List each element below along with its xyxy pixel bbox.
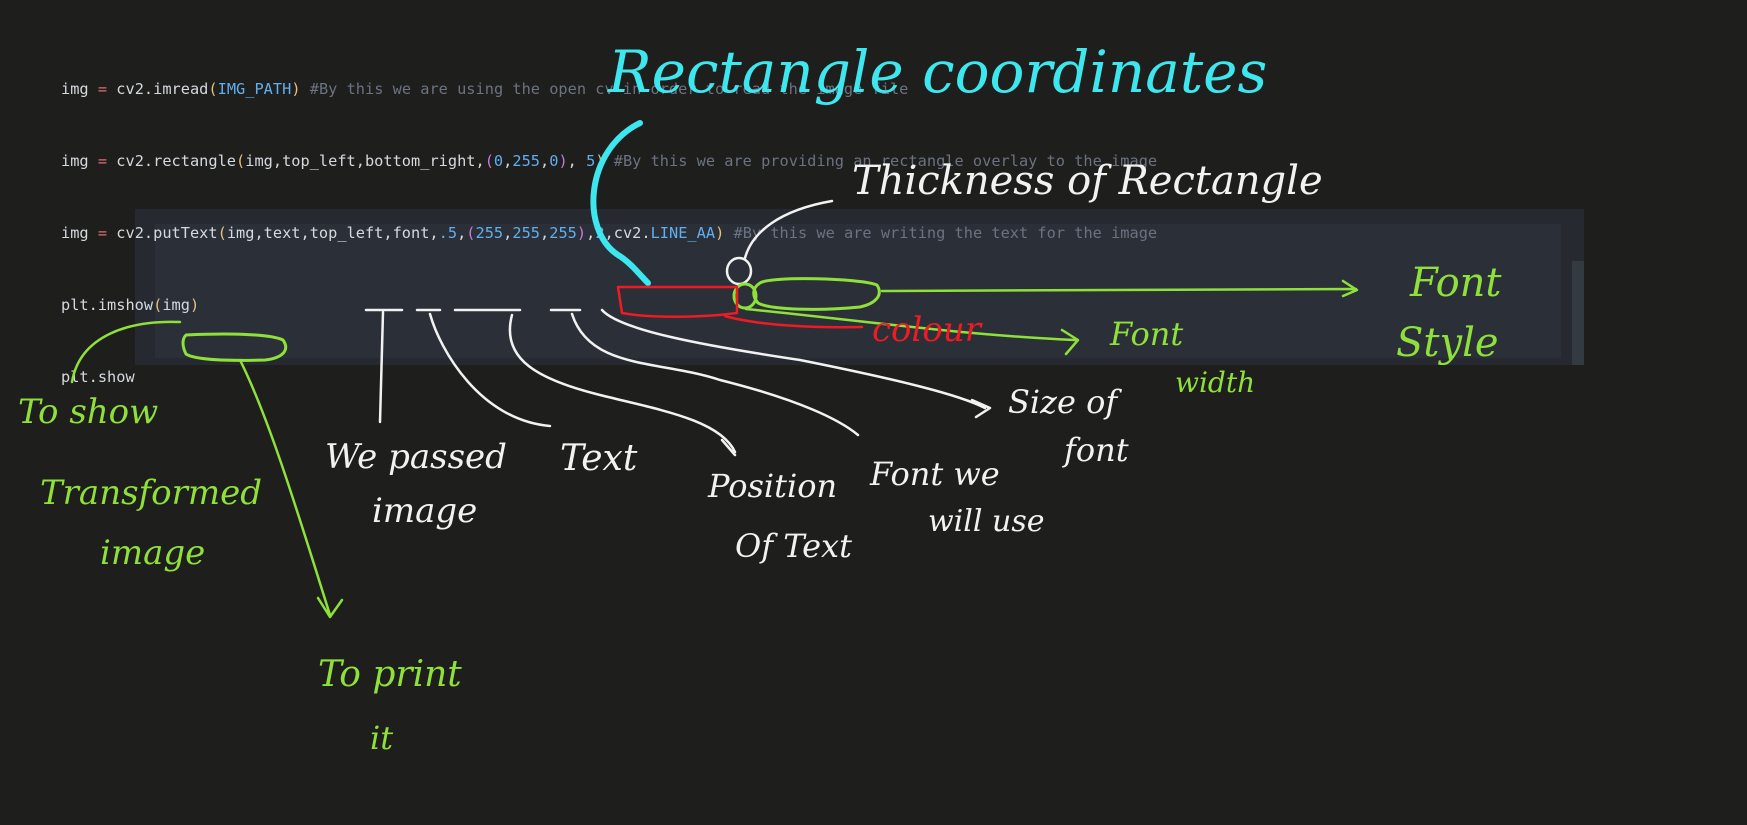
code-editor-area[interactable] [155,224,1561,358]
red-box-color [616,285,739,318]
label-to-show-3: image [100,533,206,573]
label-font-width-1: Font [1110,315,1184,353]
label-to-show-2: Transformed [40,473,262,513]
label-position-of-text-2: Of Text [735,527,852,565]
white-arrow-scale [600,308,992,419]
green-arrow-to-show [70,320,182,384]
code-line-rectangle: img = cv2.rectangle(img,top_left,bottom_… [61,152,1158,170]
white-arrow-thickness [743,199,834,260]
label-position-of-text-1: Position [708,467,838,505]
white-underline-topleft [453,308,737,457]
green-arrow-font-style [880,279,1359,298]
label-font-width-2: width [1175,366,1256,399]
code-line-imread: img = cv2.imread(IMG_PATH) #By this we a… [61,80,909,98]
code-block: img = cv2.imread(IMG_PATH) #By this we a… [61,29,1157,413]
green-circle-line-aa [752,277,881,311]
label-colour: colour [872,310,982,350]
label-size-of-font-1: Size of [1008,383,1118,421]
white-underline-text [415,308,552,428]
notebook-code-cell[interactable] [135,209,1584,365]
label-we-passed-image-1: We passed [325,437,507,477]
white-circle-thickness [725,256,753,286]
label-rectangle-coordinates: Rectangle coordinates [608,38,1268,106]
label-to-show-1: To show [18,392,159,432]
code-line-show: plt.show [61,368,135,386]
green-arrow-font-width [744,307,1080,356]
label-we-passed-image-2: image [372,491,478,531]
label-size-of-font-2: font [1064,431,1129,469]
cyan-arrow-rect-coords [590,120,651,286]
vertical-scrollbar[interactable] [1572,261,1584,365]
white-underline-font [549,308,860,437]
red-arrow-color [723,314,864,329]
green-arrow-to-print [238,358,344,619]
white-underline-img [364,308,404,424]
label-font-we-will-use-2: will use [928,504,1045,539]
label-to-print-2: it [370,719,394,757]
green-circle-plt-show [181,332,288,362]
label-thickness: Thickness of Rectangle [852,158,1323,204]
code-line-imshow: plt.imshow(img) [61,296,200,314]
green-circle-width [732,282,758,310]
label-text: Text [560,438,638,479]
label-to-print-1: To print [318,654,462,695]
label-font-style-1: Font [1410,260,1502,306]
label-font-we-will-use-1: Font we [870,455,1000,493]
label-font-style-2: Style [1396,320,1499,366]
